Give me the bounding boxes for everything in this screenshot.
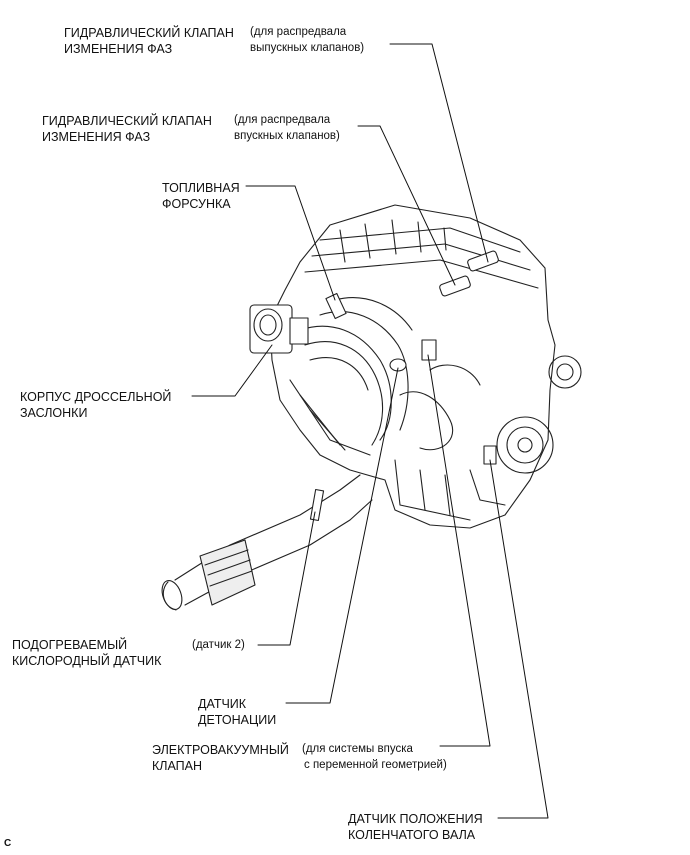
- leader-o2: [257, 511, 316, 646]
- note-vsv-line2: с переменной геометрией): [304, 759, 447, 771]
- note-vvt-exhaust-line2: выпускных клапанов): [250, 42, 365, 54]
- leader-crank: [489, 459, 549, 819]
- fuel-injector: [325, 292, 347, 320]
- label-o2-line2: КИСЛОРОДНЫЙ ДАТЧИК: [12, 654, 162, 668]
- leader-throttle: [191, 344, 273, 397]
- label-crank-line1: ДАТЧИК ПОЛОЖЕНИЯ: [348, 812, 483, 826]
- vvt-valve-intake: [439, 275, 471, 297]
- knock-sensor: [389, 358, 407, 372]
- label-knock-line2: ДЕТОНАЦИИ: [198, 713, 277, 727]
- label-knock-line1: ДАТЧИК: [198, 697, 247, 711]
- note-vvt-exhaust-line1: (для распредвала: [250, 26, 347, 38]
- label-injector-line1: ТОПЛИВНАЯ: [162, 181, 240, 195]
- throttle-body: [249, 304, 309, 354]
- label-throttle-line2: ЗАСЛОНКИ: [20, 406, 88, 420]
- vsv-valve: [421, 339, 437, 361]
- leader-vsv: [427, 354, 491, 747]
- o2-sensor: [309, 488, 325, 522]
- exhaust-pipe: [161, 474, 373, 611]
- leader-injector: [245, 185, 336, 301]
- note-vvt-intake-line2: впускных клапанов): [234, 130, 340, 142]
- note-o2: (датчик 2): [192, 639, 245, 651]
- leader-vvt-intake: [357, 125, 456, 286]
- label-injector-line2: ФОРСУНКА: [162, 197, 231, 211]
- label-vsv-line1: ЭЛЕКТРОВАКУУМНЫЙ: [152, 743, 289, 757]
- label-vsv-line2: КЛАПАН: [152, 759, 203, 773]
- label-vvt-exhaust-line1: ГИДРАВЛИЧЕСКИЙ КЛАПАН: [64, 26, 234, 40]
- leader-vvt-exhaust: [389, 43, 489, 263]
- note-vsv-line1: (для системы впуска: [302, 743, 413, 755]
- label-o2-line1: ПОДОГРЕВАЕМЫЙ: [12, 638, 128, 652]
- corner-mark: C: [4, 838, 12, 849]
- engine-block: [269, 204, 582, 529]
- leader-knock: [285, 367, 399, 704]
- crankshaft-sensor: [483, 445, 497, 465]
- leader-lines: [191, 43, 549, 819]
- label-throttle-line1: КОРПУС ДРОССЕЛЬНОЙ: [20, 390, 172, 404]
- label-vvt-exhaust-line2: ИЗМЕНЕНИЯ ФАЗ: [64, 42, 173, 56]
- note-vvt-intake-line1: (для распредвала: [234, 114, 331, 126]
- vvt-valve-exhaust: [467, 250, 499, 272]
- label-crank-line2: КОЛЕНЧАТОГО ВАЛА: [348, 828, 476, 842]
- label-vvt-intake-line2: ИЗМЕНЕНИЯ ФАЗ: [42, 130, 151, 144]
- label-vvt-intake-line1: ГИДРАВЛИЧЕСКИЙ КЛАПАН: [42, 114, 212, 128]
